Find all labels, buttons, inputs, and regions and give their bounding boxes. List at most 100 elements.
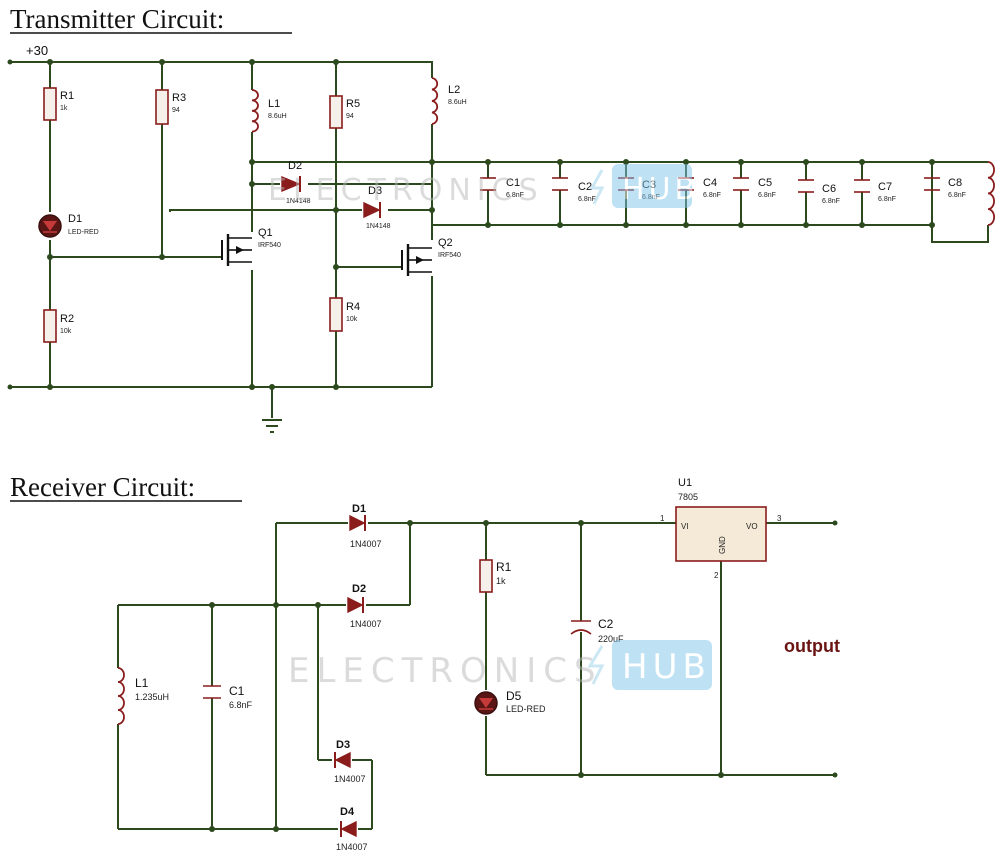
- tx-diode-d3: [363, 201, 381, 219]
- tx-diode-d2: [281, 175, 301, 193]
- tx-mosfet-q2: [401, 244, 432, 276]
- supply-label: +30: [26, 43, 48, 58]
- svg-text:L1: L1: [268, 98, 280, 110]
- svg-text:8.6uH: 8.6uH: [268, 113, 287, 120]
- svg-text:94: 94: [346, 113, 354, 120]
- svg-text:7805: 7805: [678, 492, 698, 502]
- tx-resistor-r1: [43, 87, 57, 121]
- svg-text:C2: C2: [598, 617, 614, 631]
- svg-text:D2: D2: [352, 583, 366, 595]
- svg-text:1k: 1k: [496, 576, 506, 586]
- svg-text:6.8nF: 6.8nF: [948, 192, 966, 199]
- svg-text:10k: 10k: [60, 328, 72, 335]
- svg-text:3: 3: [777, 514, 782, 523]
- svg-text:R3: R3: [172, 92, 186, 104]
- svg-text:D3: D3: [368, 185, 382, 197]
- svg-text:R1: R1: [496, 560, 512, 574]
- svg-text:6.8nF: 6.8nF: [578, 196, 596, 203]
- svg-text:R4: R4: [346, 301, 360, 313]
- rx-capacitor-c2: [570, 620, 592, 635]
- svg-text:C4: C4: [703, 177, 717, 189]
- svg-text:VI: VI: [681, 522, 689, 531]
- rx-diode-d3: [334, 751, 351, 769]
- svg-text:R2: R2: [60, 313, 74, 325]
- svg-text:ELECTRONICS: ELECTRONICS: [288, 651, 603, 691]
- svg-text:94: 94: [172, 107, 180, 114]
- svg-text:2: 2: [714, 571, 719, 580]
- svg-text:ELECTRONICS: ELECTRONICS: [268, 173, 544, 208]
- svg-text:LED-RED: LED-RED: [506, 704, 546, 714]
- svg-text:10k: 10k: [346, 316, 358, 323]
- svg-text:1N4007: 1N4007: [336, 842, 368, 852]
- tx-led-d1: [38, 214, 62, 238]
- svg-text:VO: VO: [746, 522, 758, 531]
- svg-text:1N4007: 1N4007: [334, 774, 366, 784]
- tx-resistor-r5: [329, 95, 343, 129]
- output-label: output: [784, 636, 840, 656]
- tx-inductor-coil: [987, 161, 995, 226]
- tx-inductor-l1: [251, 89, 259, 133]
- svg-text:6.8nF: 6.8nF: [703, 192, 721, 199]
- svg-text:6.8nF: 6.8nF: [878, 196, 896, 203]
- svg-text:8.6uH: 8.6uH: [448, 99, 467, 106]
- rx-diode-d2: [347, 596, 364, 614]
- tx-inductor-l2: [431, 77, 439, 125]
- rx-resistor-r1: [479, 559, 493, 593]
- svg-text:1N4148: 1N4148: [366, 223, 391, 230]
- tx-resistor-r4: [329, 297, 343, 332]
- ground-symbol: [262, 419, 282, 433]
- svg-text:C6: C6: [822, 183, 836, 195]
- svg-text:LED-RED: LED-RED: [68, 229, 99, 236]
- svg-text:IRF540: IRF540: [258, 242, 281, 249]
- svg-text:GND: GND: [718, 536, 727, 554]
- transmitter-title: Transmitter Circuit:: [10, 4, 224, 34]
- tx-junctions: [7, 59, 935, 390]
- svg-text:R1: R1: [60, 90, 74, 102]
- tx-resistor-r3: [155, 89, 169, 125]
- svg-text:D1: D1: [68, 213, 82, 225]
- svg-text:1N4007: 1N4007: [350, 539, 382, 549]
- svg-text:1: 1: [660, 514, 665, 523]
- svg-text:1k: 1k: [60, 105, 68, 112]
- rx-led-d5: [474, 691, 498, 715]
- svg-text:1N4148: 1N4148: [286, 198, 311, 205]
- svg-text:IRF540: IRF540: [438, 252, 461, 259]
- svg-text:R5: R5: [346, 98, 360, 110]
- voltage-regulator-u1: U1 7805 VI VO GND 1 2 3: [660, 477, 782, 580]
- svg-text:220uF: 220uF: [598, 634, 624, 644]
- receiver-wires: [117, 522, 835, 830]
- svg-text:6.8nF: 6.8nF: [506, 192, 524, 199]
- svg-text:C1: C1: [229, 684, 245, 698]
- svg-text:D1: D1: [352, 503, 366, 515]
- watermark-bottom: ELECTRONICS HUB: [288, 640, 712, 691]
- svg-text:6.8nF: 6.8nF: [758, 192, 776, 199]
- svg-text:D5: D5: [506, 689, 522, 703]
- svg-text:D4: D4: [340, 806, 355, 818]
- rx-labels: D1 1N4007 D2 1N4007 D3 1N4007 D4 1N4007 …: [135, 503, 624, 852]
- svg-text:L2: L2: [448, 84, 460, 96]
- rx-diode-d4: [340, 820, 357, 838]
- svg-text:C1: C1: [506, 177, 520, 189]
- transmitter-wires: [10, 61, 989, 418]
- rx-diode-d1: [349, 514, 366, 532]
- svg-text:D2: D2: [288, 160, 302, 172]
- svg-text:HUB: HUB: [622, 172, 699, 207]
- svg-text:U1: U1: [678, 477, 692, 489]
- svg-text:6.8nF: 6.8nF: [229, 700, 253, 710]
- svg-text:L1: L1: [135, 676, 149, 690]
- svg-text:C8: C8: [948, 177, 962, 189]
- svg-text:6.8nF: 6.8nF: [822, 198, 840, 205]
- rx-junctions: [209, 520, 838, 832]
- svg-text:Q2: Q2: [438, 237, 453, 249]
- watermark-top: ELECTRONICS HUB: [268, 164, 699, 208]
- receiver-title: Receiver Circuit:: [10, 472, 195, 502]
- svg-text:Q1: Q1: [258, 227, 273, 239]
- tx-mosfet-q1: [221, 234, 252, 266]
- rx-inductor-l1: [117, 667, 125, 725]
- svg-text:C2: C2: [578, 181, 592, 193]
- rx-capacitor-c1: [203, 685, 221, 699]
- svg-text:1.235uH: 1.235uH: [135, 692, 169, 702]
- svg-text:C7: C7: [878, 181, 892, 193]
- svg-text:HUB: HUB: [622, 647, 711, 687]
